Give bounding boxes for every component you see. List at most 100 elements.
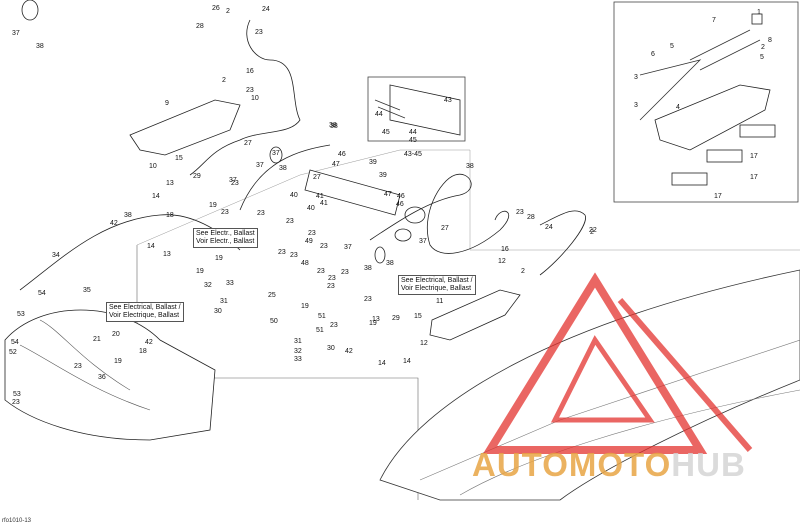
part-label-28: 28 (527, 214, 535, 221)
part-label-14: 14 (403, 358, 411, 365)
part-label-29: 29 (193, 173, 201, 180)
part-label-38: 38 (36, 43, 44, 50)
part-label-38: 38 (329, 122, 337, 129)
part-label-23: 23 (257, 210, 265, 217)
part-label-38: 38 (330, 123, 338, 130)
part-label-37: 37 (229, 177, 237, 184)
part-label-19: 19 (369, 320, 377, 327)
part-label-15: 15 (414, 313, 422, 320)
watermark-text: AUTOMOTOHUB (472, 446, 746, 483)
part-label-5: 5 (760, 54, 764, 61)
part-label-3: 3 (634, 102, 638, 109)
part-label-51: 51 (318, 313, 326, 320)
part-label-44: 44 (375, 111, 383, 118)
part-label-38: 38 (386, 260, 394, 267)
part-label-5: 5 (670, 43, 674, 50)
part-label-10: 10 (149, 163, 157, 170)
part-label-2: 2 (761, 44, 765, 51)
part-label-2: 2 (222, 77, 226, 84)
part-label-38: 38 (466, 163, 474, 170)
part-label-20: 20 (112, 331, 120, 338)
part-label-23: 23 (328, 275, 336, 282)
part-label-39: 39 (369, 159, 377, 166)
ballast-bag-11 (429, 289, 521, 341)
part-label-28: 28 (196, 23, 204, 30)
part-label-49: 49 (305, 238, 313, 245)
part-label-2: 2 (226, 8, 230, 15)
part-label-9: 9 (165, 100, 169, 107)
part-label-17: 17 (750, 174, 758, 181)
part-label-13: 13 (372, 316, 380, 323)
part-label-23: 23 (317, 268, 325, 275)
part-label-46: 46 (396, 201, 404, 208)
part-label-23: 23 (327, 283, 335, 290)
part-label-39: 39 (379, 172, 387, 179)
clamp-37 (21, 0, 39, 21)
part-label-23: 23 (278, 249, 286, 256)
part-label-17: 17 (750, 153, 758, 160)
part-label-17: 17 (714, 193, 722, 200)
part-label-32: 32 (204, 282, 212, 289)
part-label-37: 37 (272, 150, 280, 157)
part-label-48: 48 (301, 260, 309, 267)
hose-27-mid (239, 144, 331, 211)
part-label-24: 24 (545, 224, 553, 231)
part-label-41: 41 (320, 200, 328, 207)
part-label-38: 38 (124, 212, 132, 219)
part-label-26: 26 (212, 5, 220, 12)
part-label-12: 12 (498, 258, 506, 265)
part-label-23: 23 (231, 180, 239, 187)
part-label-42: 42 (345, 348, 353, 355)
diagram-code: rfo1010-13 (2, 518, 32, 524)
part-label-42: 42 (145, 339, 153, 346)
part-label-47: 47 (332, 161, 340, 168)
part-label-22: 22 (589, 227, 597, 234)
watermark-logo (482, 272, 753, 454)
part-label-40: 40 (290, 192, 298, 199)
part-label-13: 13 (166, 180, 174, 187)
part-label-42: 42 (110, 220, 118, 227)
part-label-23: 23 (12, 399, 20, 406)
part-label-6: 6 (651, 51, 655, 58)
part-label-14: 14 (378, 360, 386, 367)
part-label-30: 30 (327, 345, 335, 352)
part-label-19: 19 (114, 358, 122, 365)
part-label-47: 47 (384, 191, 392, 198)
part-label-27: 27 (441, 225, 449, 232)
part-label-33: 33 (226, 280, 234, 287)
part-label-50: 50 (270, 318, 278, 325)
part-label-46: 46 (397, 193, 405, 200)
part-label-11: 11 (436, 298, 444, 305)
part-label-23: 23 (221, 209, 229, 216)
part-label-23: 23 (255, 29, 263, 36)
part-label-23: 23 (308, 230, 316, 237)
part-label-37: 37 (256, 162, 264, 169)
part-label-30: 30 (214, 308, 222, 315)
part-label-23: 23 (320, 243, 328, 250)
part-label-3: 3 (634, 74, 638, 81)
part-label-16: 16 (246, 68, 254, 75)
hose-27-upper (189, 19, 301, 176)
ballast-bag-9 (129, 99, 241, 156)
part-label-15: 15 (175, 155, 183, 162)
part-label-23: 23 (290, 252, 298, 259)
kit-label: 43-45 (404, 151, 422, 158)
part-label-14: 14 (152, 193, 160, 200)
part-label-23: 23 (330, 322, 338, 329)
part-label-2: 2 (521, 268, 525, 275)
part-label-4: 4 (676, 104, 680, 111)
part-label-23: 23 (364, 296, 372, 303)
part-label-35: 35 (83, 287, 91, 294)
part-label-16: 16 (501, 246, 509, 253)
part-label-38: 38 (364, 265, 372, 272)
note-ballast-right: See Electrical, Ballast /Voir Electrique… (398, 275, 476, 295)
part-label-19: 19 (215, 255, 223, 262)
tray-39 (304, 169, 401, 216)
note-ballast-left: See Electrical, Ballast /Voir Electrique… (106, 302, 184, 322)
part-label-21: 21 (93, 336, 101, 343)
part-label-23: 23 (286, 218, 294, 225)
part-label-12: 12 (420, 340, 428, 347)
part-label-32: 32 (294, 348, 302, 355)
part-label-37: 37 (344, 244, 352, 251)
